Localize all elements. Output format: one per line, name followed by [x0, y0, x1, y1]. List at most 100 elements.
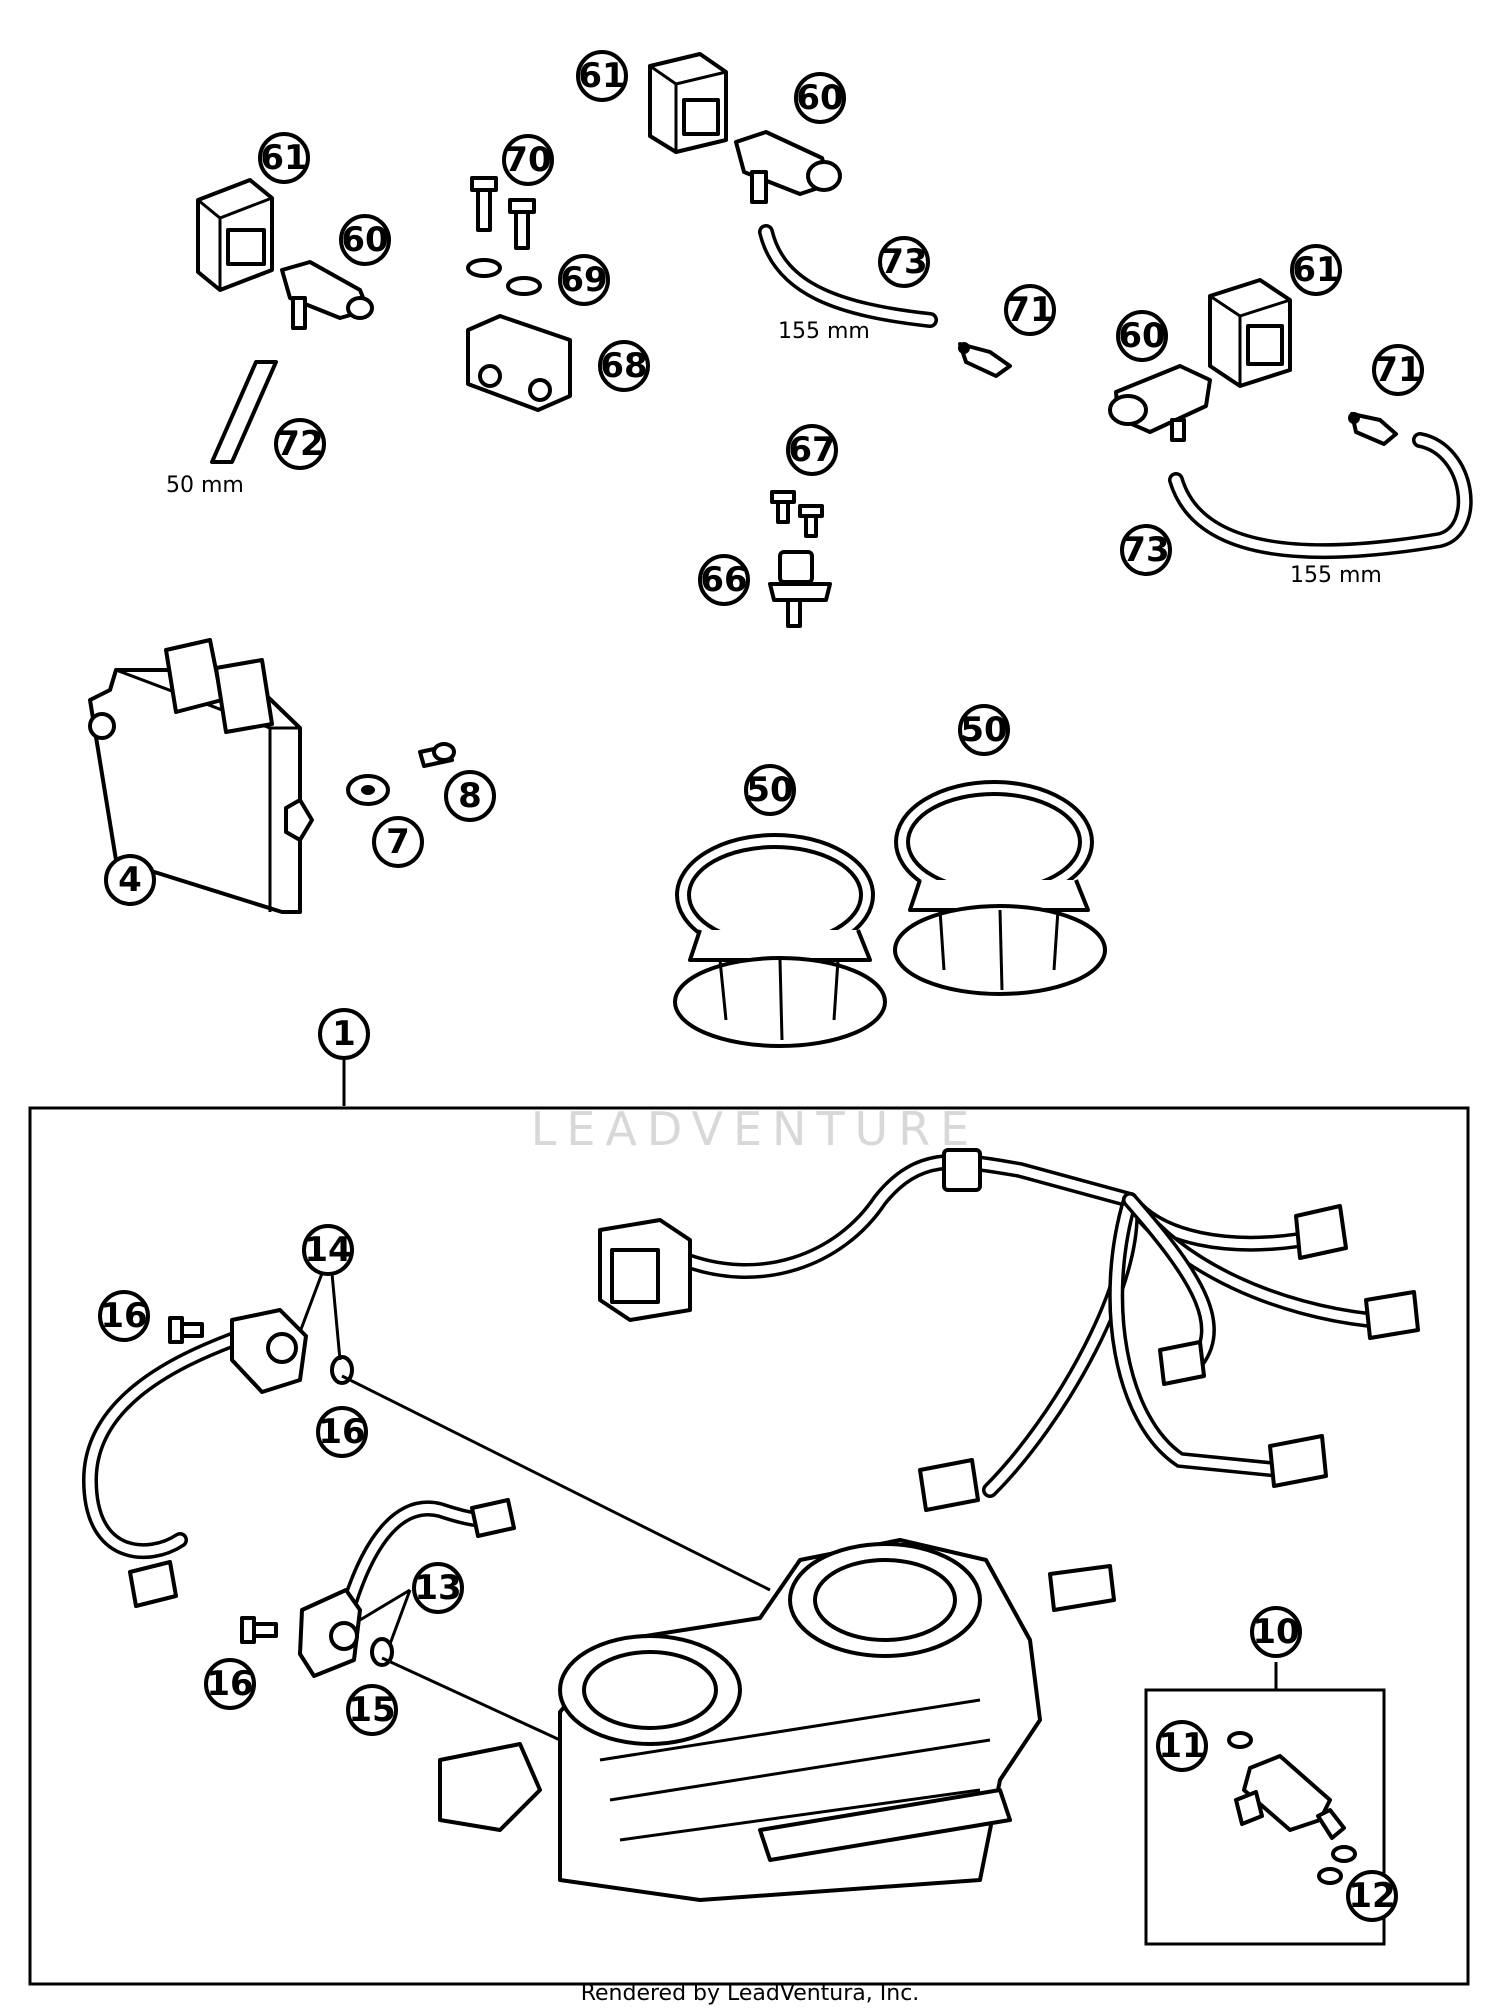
svg-text:15: 15	[348, 1690, 395, 1730]
part-14-throttle-sensor[interactable]	[81, 1308, 308, 1608]
callout-11[interactable]: 11	[1156, 1720, 1208, 1772]
part-68-bracket[interactable]	[466, 314, 572, 412]
part-69-washers[interactable]	[466, 258, 542, 296]
render-credit-footer: Rendered by LeadVentura, Inc.	[581, 1981, 920, 2006]
svg-text:16: 16	[100, 1296, 147, 1336]
svg-text:60: 60	[341, 220, 388, 260]
svg-text:60: 60	[1118, 316, 1165, 356]
hose-73-center-length: 155 mm	[778, 319, 870, 344]
part-61-connector-left[interactable]	[196, 178, 274, 292]
callout-68[interactable]: 68	[598, 340, 650, 392]
svg-text:61: 61	[260, 138, 307, 178]
callout-60-right[interactable]: 60	[1116, 310, 1168, 362]
injector[interactable]	[1234, 1754, 1346, 1840]
callout-69[interactable]: 69	[558, 254, 610, 306]
part-16-screw-upper[interactable]	[168, 1316, 204, 1344]
injector-subassembly-frame	[1144, 1688, 1386, 1946]
callout-61-right[interactable]: 61	[1290, 244, 1342, 296]
svg-text:4: 4	[118, 860, 142, 900]
svg-text:50: 50	[746, 770, 793, 810]
callout-72[interactable]: 72	[274, 418, 326, 470]
part-67-screws[interactable]	[770, 490, 824, 538]
leader-line-lower	[381, 1656, 561, 1742]
callout-10[interactable]: 10	[1250, 1606, 1302, 1658]
svg-text:66: 66	[700, 560, 747, 600]
callout-73-right[interactable]: 73	[1120, 524, 1172, 576]
callout-50-left[interactable]: 50	[744, 764, 796, 816]
svg-text:11: 11	[1158, 1726, 1205, 1766]
callout-16-lower[interactable]: 16	[204, 1658, 256, 1710]
part-60-sensor-top[interactable]	[734, 130, 842, 204]
part-71-fitting-right[interactable]	[1348, 412, 1398, 446]
watermark-text: LEADVENTURE	[531, 1102, 980, 1156]
svg-text:61: 61	[1292, 250, 1339, 290]
svg-text:67: 67	[788, 430, 835, 470]
part-66-sensor[interactable]	[768, 550, 832, 628]
part-8-screw[interactable]	[418, 742, 456, 768]
part-50-intake-boot-left[interactable]	[673, 833, 887, 1048]
callout-70[interactable]: 70	[502, 134, 554, 186]
svg-text:71: 71	[1006, 290, 1053, 330]
callout-14[interactable]: 14	[302, 1224, 354, 1276]
svg-text:10: 10	[1252, 1612, 1299, 1652]
part-60-sensor-left[interactable]	[280, 260, 374, 330]
hose-72-length: 50 mm	[166, 473, 244, 498]
callout-50-right[interactable]: 50	[958, 704, 1010, 756]
part-11-oring[interactable]	[1227, 1731, 1253, 1749]
throttle-body[interactable]	[438, 1538, 1116, 1902]
callout-61-left[interactable]: 61	[258, 132, 310, 184]
part-60-sensor-right[interactable]	[1108, 364, 1212, 442]
part-16-screw-lower[interactable]	[240, 1616, 278, 1644]
svg-text:68: 68	[600, 346, 647, 386]
callout-66[interactable]: 66	[698, 554, 750, 606]
callout-8[interactable]: 8	[444, 770, 496, 822]
callout-16-upper[interactable]: 16	[316, 1406, 368, 1458]
callout-1[interactable]: 1	[318, 1008, 370, 1060]
svg-text:12: 12	[1348, 1876, 1395, 1916]
callout-60-top[interactable]: 60	[794, 72, 846, 124]
callout-15[interactable]: 15	[346, 1684, 398, 1736]
part-13-sensor[interactable]	[298, 1498, 516, 1678]
part-71-fitting-center[interactable]	[958, 342, 1012, 378]
leader-line-upper	[341, 1374, 771, 1592]
svg-text:14: 14	[304, 1230, 351, 1270]
callout-71-right[interactable]: 71	[1372, 344, 1424, 396]
svg-text:70: 70	[504, 140, 551, 180]
hose-73-right-length: 155 mm	[1290, 563, 1382, 588]
callout-13[interactable]: 13	[412, 1562, 464, 1614]
part-50-intake-boot-right[interactable]	[893, 780, 1107, 996]
part-61-connector-right[interactable]	[1208, 278, 1292, 388]
part-16-oring-upper[interactable]	[330, 1355, 354, 1385]
svg-text:16: 16	[206, 1664, 253, 1704]
part-15-oring[interactable]	[370, 1637, 394, 1667]
svg-text:61: 61	[578, 56, 625, 96]
callout-16-upper-left[interactable]: 16	[98, 1290, 150, 1342]
callout-7[interactable]: 7	[372, 816, 424, 868]
callout-4[interactable]: 4	[104, 854, 156, 906]
callout-71-center[interactable]: 71	[1004, 284, 1056, 336]
part-73-hose-right[interactable]	[1168, 432, 1473, 560]
wiring-harness[interactable]	[598, 1148, 1420, 1512]
svg-text:13: 13	[414, 1568, 461, 1608]
svg-text:71: 71	[1374, 350, 1421, 390]
callout-12[interactable]: 12	[1346, 1870, 1398, 1922]
part-12-oring[interactable]	[1317, 1845, 1357, 1885]
callout-73-center[interactable]: 73	[878, 236, 930, 288]
svg-text:60: 60	[796, 78, 843, 118]
part-4-ecu[interactable]	[88, 638, 314, 914]
svg-text:50: 50	[960, 710, 1007, 750]
callout-67[interactable]: 67	[786, 424, 838, 476]
svg-text:7: 7	[386, 822, 410, 862]
callout-61-top[interactable]: 61	[576, 50, 628, 102]
part-61-connector-top[interactable]	[648, 52, 728, 154]
svg-text:8: 8	[458, 776, 482, 816]
part-72-hose[interactable]	[210, 360, 278, 464]
throttle-body-assembly-frame	[28, 1106, 1470, 1986]
part-7-nut[interactable]	[346, 774, 390, 806]
svg-text:16: 16	[318, 1412, 365, 1452]
part-73-hose-center[interactable]	[758, 224, 938, 328]
svg-text:73: 73	[1122, 530, 1169, 570]
callout-60-left[interactable]: 60	[339, 214, 391, 266]
part-70-bolts[interactable]	[470, 176, 536, 250]
